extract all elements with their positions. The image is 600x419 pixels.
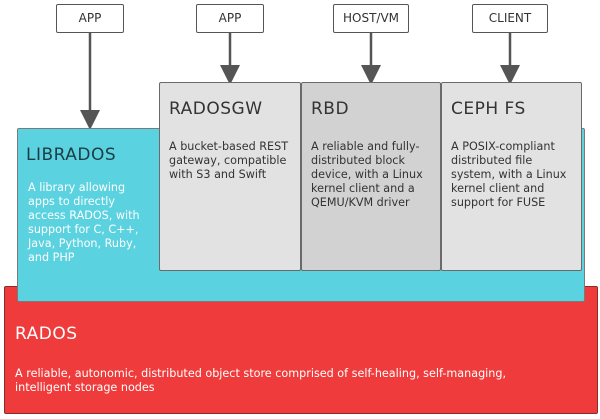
cephfs-box: CEPH FS A POSIX-compliant distributed fi… xyxy=(441,82,582,271)
client-box-client: CLIENT xyxy=(472,4,548,33)
cephfs-description: A POSIX-compliant distributed file syste… xyxy=(451,140,567,209)
client-box-app-2: APP xyxy=(196,4,264,33)
client-box-app-1: APP xyxy=(56,4,124,33)
radosgw-box: RADOSGW A bucket-based REST gateway, com… xyxy=(159,82,301,271)
rbd-box: RBD A reliable and fully-distributed blo… xyxy=(301,82,441,271)
librados-title: LIBRADOS xyxy=(26,145,117,165)
radosgw-title: RADOSGW xyxy=(169,99,263,119)
rbd-title: RBD xyxy=(311,99,350,119)
rados-layer: RADOS A reliable, autonomic, distributed… xyxy=(4,286,598,414)
cephfs-title: CEPH FS xyxy=(451,99,526,119)
radosgw-description: A bucket-based REST gateway, compatible … xyxy=(169,140,289,181)
rados-title: RADOS xyxy=(15,324,78,344)
rados-description: A reliable, autonomic, distributed objec… xyxy=(15,367,507,394)
rbd-description: A reliable and fully-distributed block d… xyxy=(311,140,423,209)
librados-description: A library allowing apps to directly acce… xyxy=(28,181,140,264)
client-box-host-vm: HOST/VM xyxy=(333,4,409,33)
